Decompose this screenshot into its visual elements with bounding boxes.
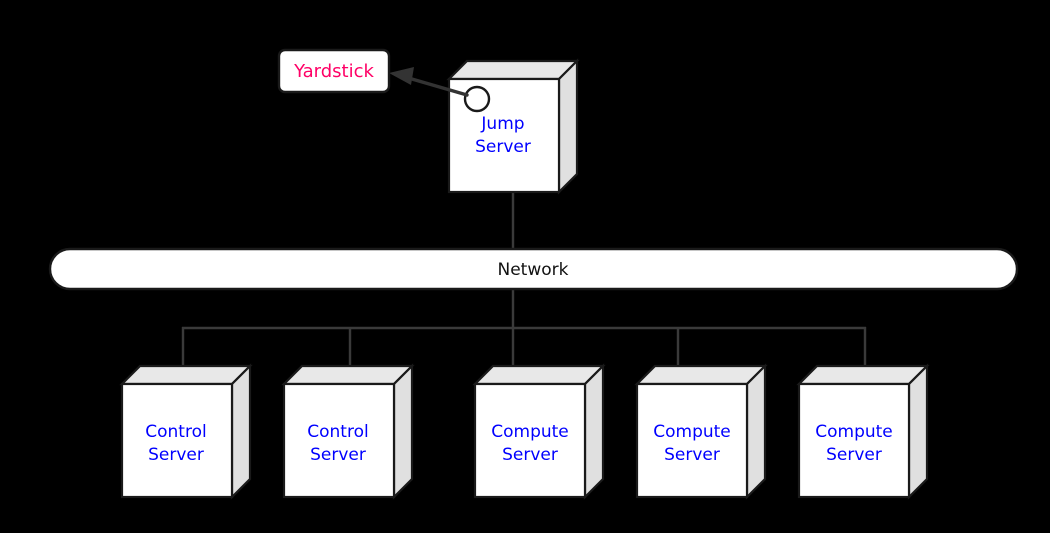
jump-server-top-face [446,59,580,81]
server-top-face [119,364,253,386]
server-side-face [907,363,929,500]
server-label-line1: Control [307,422,368,442]
server-label-line1: Compute [653,422,731,442]
association-yardstick-arrow [389,67,469,97]
server-side-face [583,363,605,500]
jump-server-node[interactable]: Jump Server [446,58,580,195]
server-top-face [281,364,415,386]
network-label: Network [498,260,569,280]
server-top-face [472,364,606,386]
network-shape [48,247,1019,291]
server-label-line2: Server [826,445,882,465]
server-node-compute-server-1[interactable]: Compute Server [472,363,606,500]
yardstick-shape [277,48,391,94]
server-label-line2: Server [148,445,204,465]
server-top-face [796,364,930,386]
server-node-control-server-2[interactable]: Control Server [281,363,415,500]
server-node-compute-server-3[interactable]: Compute Server [796,363,930,500]
server-label-line2: Server [502,445,558,465]
jump-server-interface-circle[interactable] [463,85,491,113]
server-node-control-server-1[interactable]: Control Server [119,363,253,500]
server-front-face [120,382,234,499]
server-node-compute-server-2[interactable]: Compute Server [634,363,768,500]
arrowhead-icon [389,67,414,85]
jump-server-label-line2: Server [475,137,531,157]
yardstick-label: Yardstick [293,61,374,82]
server-front-face [797,382,911,499]
server-front-face [473,382,587,499]
network-node[interactable]: Network [48,247,1019,291]
jump-server-side-face [557,58,579,195]
server-side-face [745,363,767,500]
server-label-line1: Compute [815,422,893,442]
jump-server-label-line1: Jump [480,114,524,134]
server-front-face [282,382,396,499]
server-label-line2: Server [664,445,720,465]
server-side-face [392,363,414,500]
server-label-line2: Server [310,445,366,465]
yardstick-node[interactable]: Yardstick [277,48,391,94]
server-front-face [635,382,749,499]
server-label-line1: Compute [491,422,569,442]
connector-group [181,192,867,372]
association-line [403,75,469,97]
server-top-face [634,364,768,386]
server-side-face [230,363,252,500]
server-label-line1: Control [145,422,206,442]
